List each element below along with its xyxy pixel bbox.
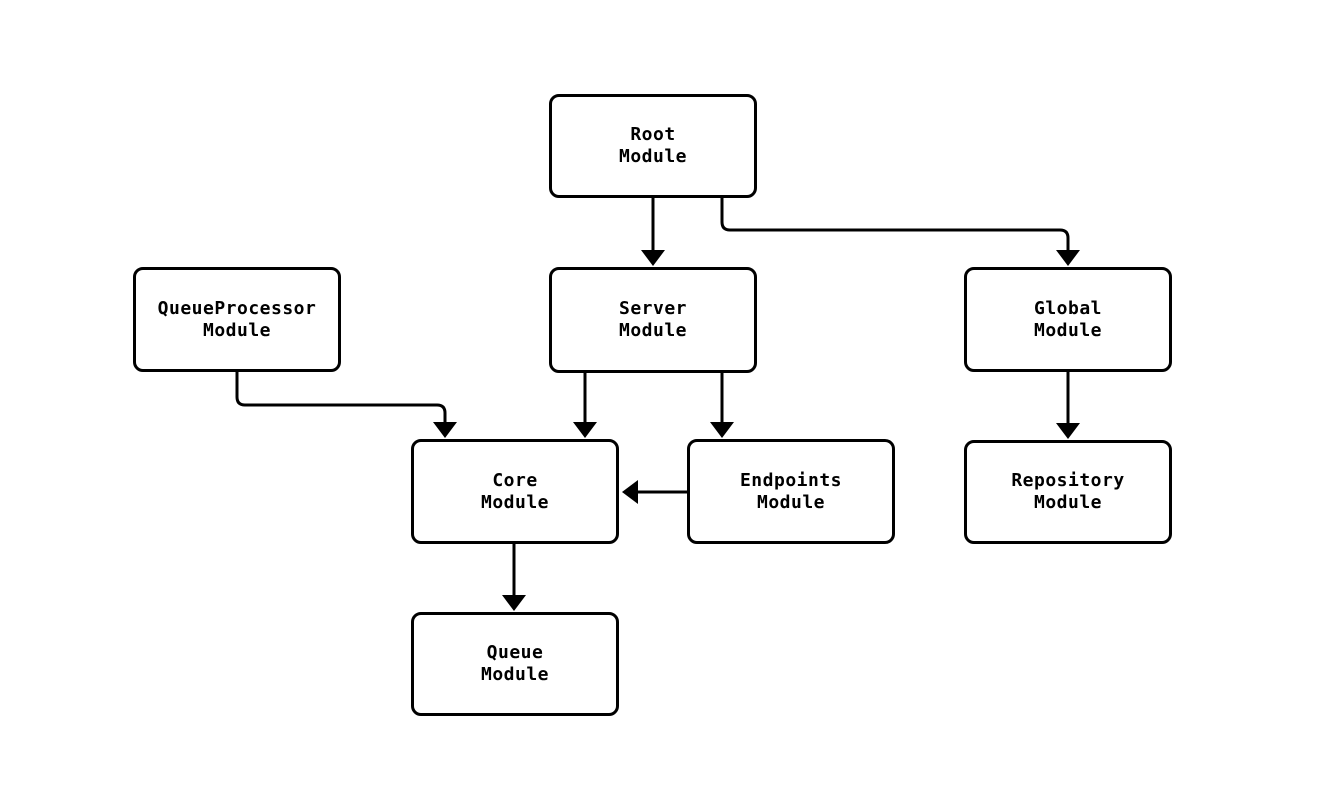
node-label-line2: Module [618, 146, 688, 167]
node-label-line2: Module [1033, 319, 1103, 341]
edge-endpoints-to-core [622, 480, 687, 504]
edge-queueprocessor-to-core [235, 372, 457, 438]
node-queue-module: Queue Module [411, 612, 619, 716]
arrowhead-icon [573, 422, 597, 438]
node-label-line1: Root [630, 124, 676, 145]
edge-root-to-global [720, 198, 1080, 266]
edge-global-to-repository [1056, 372, 1080, 439]
edge-root-to-server [641, 198, 665, 266]
node-queueprocessor-module: QueueProcessor Module [133, 267, 341, 372]
node-label-line1: Endpoints [739, 469, 843, 491]
arrowhead-icon [1056, 250, 1080, 266]
node-label-line1: QueueProcessor [157, 297, 317, 319]
node-root-module: Root Module [549, 94, 757, 198]
arrowhead-icon [641, 250, 665, 266]
edge-line [235, 372, 447, 422]
edge-server-to-core [573, 373, 597, 438]
arrowhead-icon [1056, 423, 1080, 439]
arrowhead-icon [502, 595, 526, 611]
node-endpoints-module: Endpoints Module [687, 439, 895, 544]
arrowhead-icon [622, 480, 638, 504]
node-label-line1: Global [1033, 297, 1103, 319]
node-global-module: Global Module [964, 267, 1172, 372]
node-label-line1: Server [618, 298, 688, 319]
node-label-line2: Module [480, 664, 550, 685]
node-repository-module: Repository Module [964, 440, 1172, 544]
node-label-line2: Module [756, 491, 826, 513]
node-label-line1: Repository [1011, 470, 1125, 491]
node-label-line1: Core [492, 469, 538, 491]
node-label-line2: Module [618, 320, 688, 341]
node-label-line2: Module [202, 319, 272, 341]
edge-line [720, 198, 1070, 250]
node-server-module: Server Module [549, 267, 757, 373]
arrowhead-icon [433, 422, 457, 438]
node-label-line2: Module [1033, 492, 1103, 513]
arrowhead-icon [710, 422, 734, 438]
node-label-line1: Queue [486, 642, 544, 663]
edge-core-to-queue [502, 544, 526, 611]
node-label-line2: Module [480, 491, 550, 513]
node-core-module: Core Module [411, 439, 619, 544]
edge-server-to-endpoints [710, 373, 734, 438]
